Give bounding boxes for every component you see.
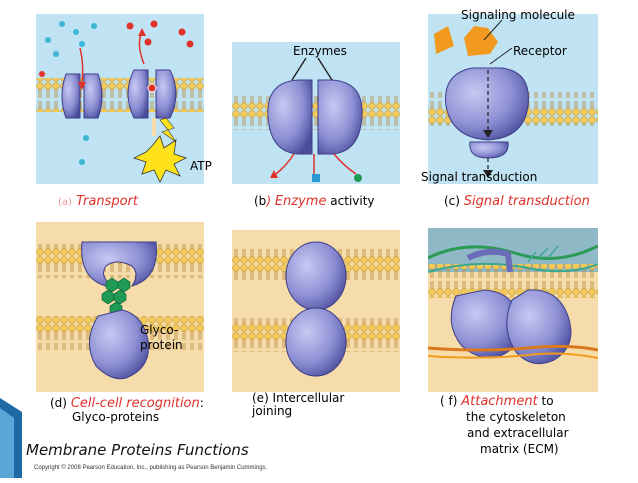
panel-recognition [36, 222, 204, 392]
recognition-colon: : [199, 396, 204, 410]
transport-illustration [36, 14, 204, 184]
signaling-molecule-label: Signaling molecule [461, 8, 575, 22]
enzyme-caption: (b) Enzyme activity [254, 194, 375, 209]
atp-label: ATP [190, 159, 212, 173]
corner-decoration [0, 398, 22, 478]
panel-enzyme [232, 42, 400, 184]
recognition-prefix: (d) [50, 396, 67, 410]
panel-signal [428, 14, 598, 184]
glyco-proteins-sub: Glyco-proteins [72, 410, 160, 424]
transport-title: Transport [76, 194, 138, 209]
signal-transduction-label: Signal transduction [421, 170, 538, 184]
joining-illustration [232, 230, 400, 392]
attachment-line3: and extracellular [467, 426, 569, 440]
panel-joining [232, 230, 400, 392]
signal-illustration [428, 14, 598, 184]
recognition-illustration [36, 222, 204, 392]
enzyme-title: Enzyme [274, 194, 327, 209]
attachment-title: Attachment [461, 394, 538, 409]
joining-caption-line1: (e) Intercellular [252, 391, 345, 405]
panel-attachment [428, 228, 598, 392]
signal-title: Signal transduction [463, 194, 590, 209]
copyright-notice: Copyright © 2008 Pearson Education, Inc.… [34, 465, 268, 471]
glyco-label-line1: Glyco- [140, 323, 179, 337]
attachment-to: to [541, 394, 554, 408]
enzyme-illustration [232, 42, 400, 184]
attachment-line2: the cytoskeleton [466, 410, 566, 424]
joining-caption-line2: joining [252, 404, 293, 418]
signal-caption: (c) Signal transduction [444, 194, 590, 209]
enzymes-label: Enzymes [293, 44, 347, 58]
transport-prefix: (a) [58, 197, 72, 208]
page-title: Membrane Proteins Functions [26, 441, 249, 459]
attachment-prefix: ( f) [440, 394, 458, 408]
recognition-caption: (d) Cell-cell recognition: [50, 396, 204, 411]
receptor-label: Receptor [513, 44, 567, 58]
recognition-title: Cell-cell recognition [70, 396, 200, 411]
enzyme-paren: ) [266, 194, 271, 208]
enzyme-prefix: (b [254, 194, 267, 208]
attachment-line4: matrix (ECM) [480, 442, 559, 456]
enzyme-suffix: activity [330, 194, 375, 208]
glyco-label-line2: protein [140, 338, 183, 352]
attachment-illustration [428, 228, 598, 392]
signal-prefix: (c) [444, 194, 460, 208]
transport-caption: (a) Transport [58, 194, 138, 209]
panel-transport [36, 14, 204, 184]
attachment-caption: ( f) Attachment to [440, 394, 554, 409]
